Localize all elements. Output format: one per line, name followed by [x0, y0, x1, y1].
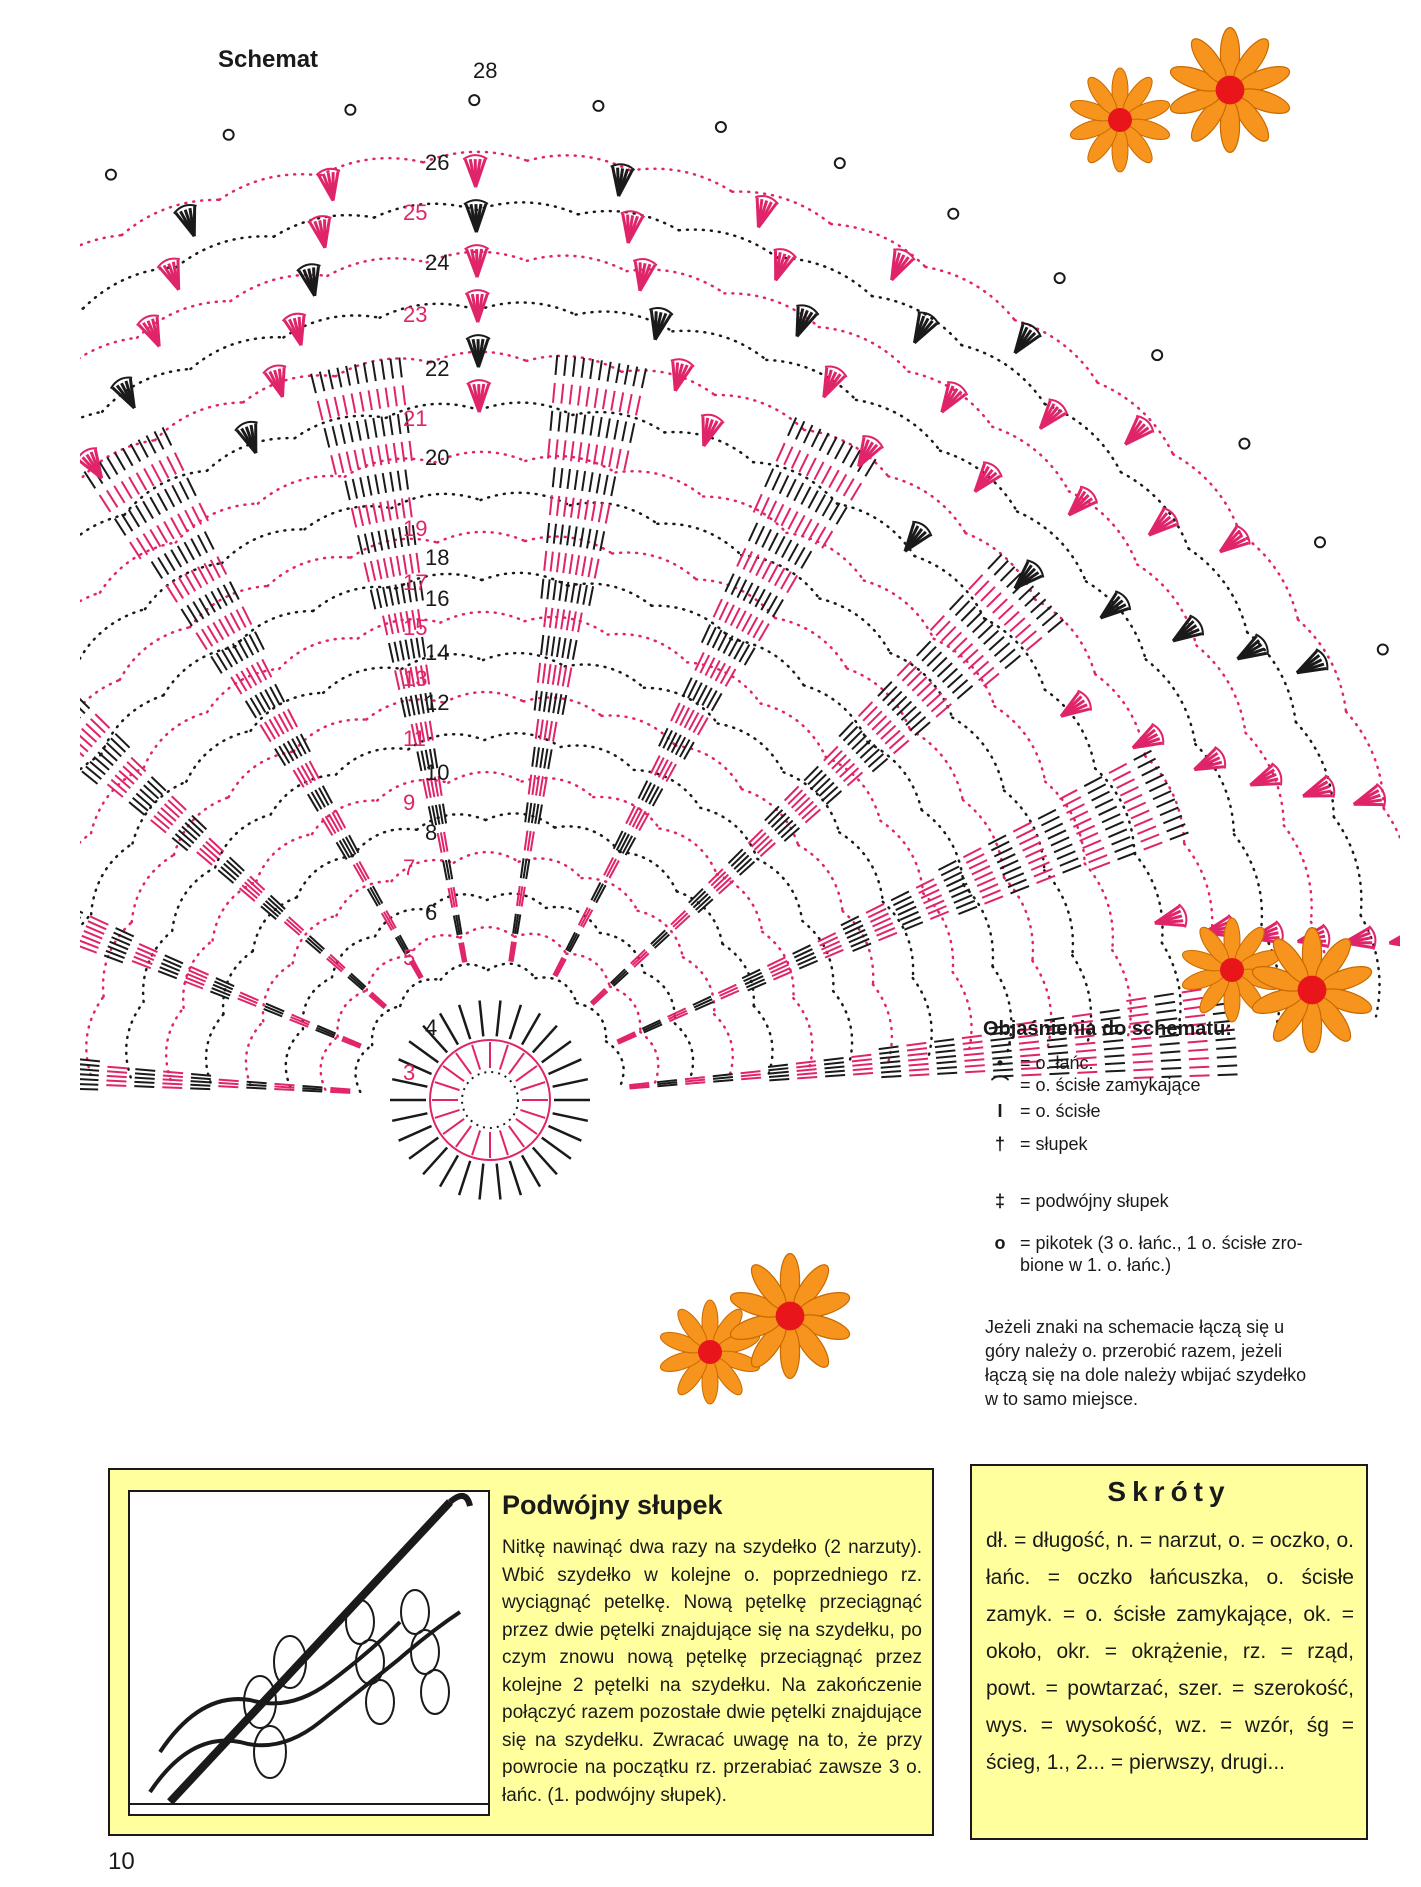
row-number-label: 11 [403, 726, 426, 751]
row-number-label: 12 [425, 690, 449, 715]
legend-item-text: = o. ścisłe [1020, 1100, 1101, 1122]
row-number-label: 22 [425, 356, 449, 381]
row-number-label: 25 [403, 200, 427, 225]
row-number-label: 7 [403, 855, 415, 880]
row-number-label: 17 [403, 570, 427, 595]
row-number-label: 23 [403, 302, 427, 327]
legend-item-text: = o. łańc. [1020, 1052, 1094, 1074]
row-number-label: 28 [473, 60, 497, 83]
legend-title: Objaśnienia do schematu: [983, 1018, 1232, 1041]
legend-item-text: = pikotek (3 o. łańc., 1 o. ścisłe zro- … [1020, 1232, 1303, 1276]
row-number-label: 8 [425, 820, 437, 845]
row-number-label: 20 [425, 445, 449, 470]
page-number: 10 [108, 1848, 135, 1876]
podwojny-slupek-title: Podwójny słupek [502, 1490, 723, 1521]
row-number-label: 26 [425, 150, 449, 175]
row-number-label: 15 [403, 615, 427, 640]
circle-icon: o [980, 1232, 1020, 1254]
legend-item: ⌒= o. ścisłe zamykające [980, 1074, 1201, 1096]
row-number-label: 14 [425, 640, 449, 665]
legend-item: •= o. łańc. [980, 1052, 1094, 1074]
legend-item-text: = o. ścisłe zamykające [1020, 1074, 1201, 1096]
row-number-label: 10 [425, 760, 449, 785]
flower-icon [1240, 918, 1384, 1062]
skroty-box: Skróty dł. = długość, n. = narzut, o. = … [970, 1464, 1368, 1840]
row-number-label: 3 [403, 1060, 415, 1085]
legend-note: Jeżeli znaki na schemacie łączą się u gó… [985, 1315, 1315, 1411]
row-number-label: 18 [425, 545, 449, 570]
legend-item: ‡= podwójny słupek [980, 1190, 1169, 1212]
double-dagger-icon: ‡ [980, 1190, 1020, 1212]
legend-item-text: = podwójny słupek [1020, 1190, 1169, 1212]
arc-icon: ⌒ [980, 1074, 1020, 1096]
row-number-label: 16 [425, 586, 449, 611]
podwojny-slupek-text: Nitkę nawinąć dwa razy na szydełko (2 na… [502, 1534, 922, 1809]
bar-icon: I [980, 1100, 1020, 1122]
skroty-text: dł. = długość, n. = narzut, o. = oczko, … [986, 1522, 1354, 1781]
stitch-illustration [128, 1490, 490, 1816]
legend-item: I= o. ścisłe [980, 1100, 1101, 1122]
flower-icon [718, 1244, 862, 1388]
dagger-icon: † [980, 1133, 1020, 1155]
flower-icon [1158, 18, 1302, 162]
row-number-label: 21 [403, 406, 427, 431]
podwojny-slupek-box: Podwójny słupek Nitkę nawinąć dwa razy n… [108, 1468, 934, 1836]
legend-item: o= pikotek (3 o. łańc., 1 o. ścisłe zro-… [980, 1232, 1303, 1276]
legend-item: †= słupek [980, 1133, 1088, 1155]
skroty-title: Skróty [972, 1476, 1366, 1508]
row-number-label: 24 [425, 250, 449, 275]
row-number-label: 9 [403, 790, 415, 815]
row-number-label: 19 [403, 516, 427, 541]
dot-icon: • [980, 1052, 1020, 1074]
row-number-label: 4 [425, 1015, 437, 1040]
row-number-label: 13 [403, 666, 427, 691]
legend-item-text: = słupek [1020, 1133, 1088, 1155]
row-number-label: 5 [403, 945, 415, 970]
row-number-label: 6 [425, 900, 437, 925]
